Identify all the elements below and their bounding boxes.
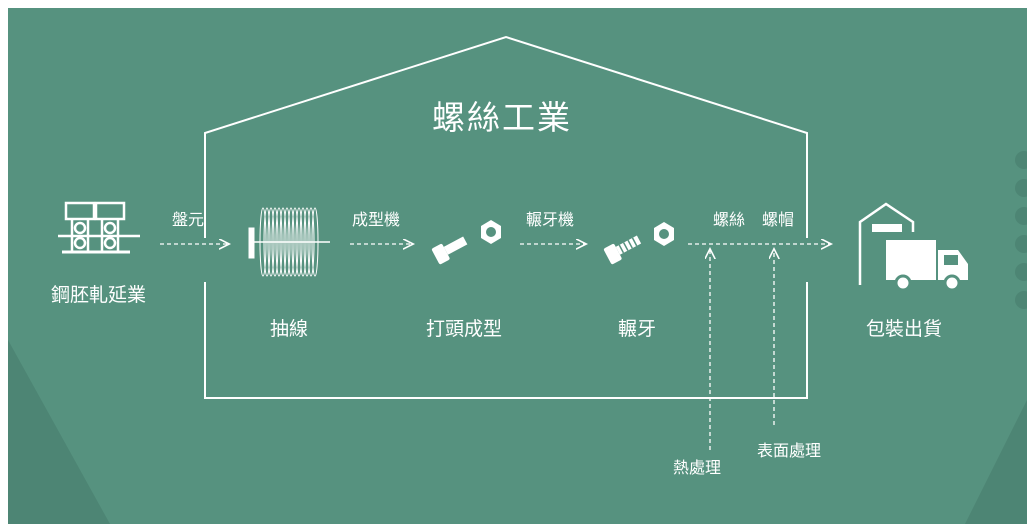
input-label-surface-treatment: 表面處理 xyxy=(757,441,822,460)
delivery-truck-icon xyxy=(858,202,968,292)
stage-label-threading: 輾牙 xyxy=(618,318,657,340)
stage-label-rolling: 鋼胚軋延業 xyxy=(51,284,147,306)
arrow-label-rolling-machine: 輾牙機 xyxy=(526,210,575,229)
corner-shape-right xyxy=(965,400,1027,524)
wire-coil-icon xyxy=(248,207,330,277)
bolt-nut-icon xyxy=(431,220,501,265)
corner-shape-left xyxy=(8,340,110,524)
stage-label-heading: 打頭成型 xyxy=(426,318,503,340)
arrow-label-screw: 螺絲 xyxy=(713,210,746,229)
stage-label-drawing: 抽線 xyxy=(270,318,309,340)
house-roof-outline xyxy=(204,35,808,238)
arrow-label-nut: 螺帽 xyxy=(762,210,795,229)
stage-label-shipping: 包裝出貨 xyxy=(866,318,943,340)
rolling-mill-icon xyxy=(58,201,140,254)
input-label-heat-treatment: 熱處理 xyxy=(673,458,722,477)
diagram-title: 螺絲工業 xyxy=(432,98,572,137)
edge-dots xyxy=(1015,151,1027,309)
arrow-label-forming-machine: 成型機 xyxy=(352,210,401,229)
house-base-outline xyxy=(204,282,808,399)
threaded-bolt-icon xyxy=(603,222,674,265)
arrow-label-wire-rod: 盤元 xyxy=(172,210,205,229)
background-panel xyxy=(8,8,1027,524)
